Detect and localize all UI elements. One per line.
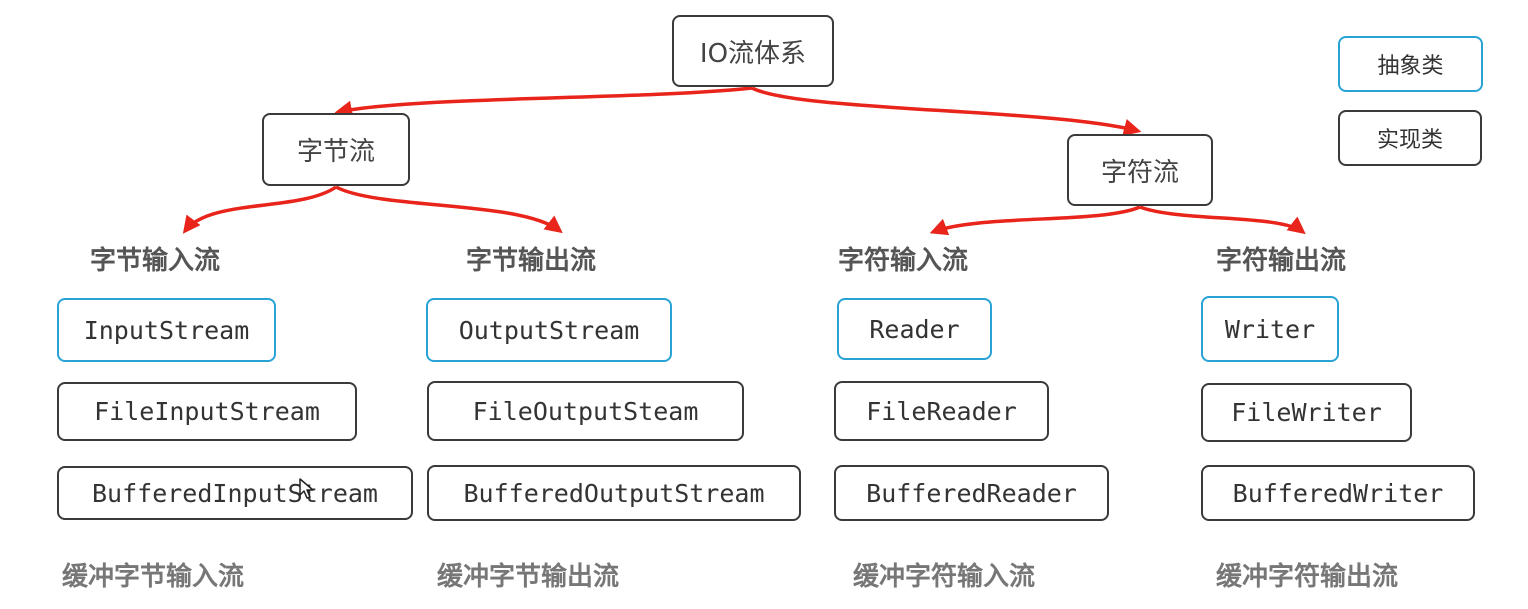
category-byte-input: 字节输入流 <box>90 246 221 276</box>
byte-stream-label: 字节流 <box>296 137 375 167</box>
class-box-writer: Writer <box>1201 296 1339 362</box>
class-name: FileReader <box>866 396 1017 426</box>
class-box-bufferedreader: BufferedReader <box>834 465 1109 521</box>
class-box-bufferedoutputstream: BufferedOutputStream <box>427 465 801 521</box>
root-node: IO流体系 <box>672 15 834 87</box>
class-box-fileoutputsteam: FileOutputSteam <box>427 381 744 441</box>
arrow-root-to-char-stream <box>751 86 1142 136</box>
byte-stream-node: 字节流 <box>262 113 410 186</box>
legend-abstract: 抽象类 <box>1338 36 1483 92</box>
arrow-root-to-byte-stream <box>334 86 753 118</box>
class-box-bufferedinputstream: BufferedInputStream <box>57 466 413 520</box>
arrow-byte-to-input <box>182 185 337 234</box>
caption-buffered-byte-output: 缓冲字节输出流 <box>437 562 620 592</box>
class-name: BufferedOutputStream <box>463 478 765 508</box>
arrow-byte-to-output <box>335 185 563 234</box>
class-name: FileWriter <box>1231 398 1382 427</box>
arrow-char-to-output <box>1139 205 1306 235</box>
class-name: OutputStream <box>458 315 640 345</box>
caption-buffered-char-output: 缓冲字符输出流 <box>1216 562 1399 592</box>
category-char-input: 字符输入流 <box>838 246 969 276</box>
caption-buffered-byte-input: 缓冲字节输入流 <box>62 562 245 592</box>
class-name: BufferedWriter <box>1232 478 1444 508</box>
class-box-filewriter: FileWriter <box>1201 383 1412 442</box>
class-box-inputstream: InputStream <box>57 298 276 362</box>
arrow-char-to-input <box>929 205 1141 236</box>
class-name: Writer <box>1224 314 1316 344</box>
class-box-bufferedwriter: BufferedWriter <box>1201 465 1475 521</box>
legend-concrete-label: 实现类 <box>1376 128 1443 153</box>
class-name: FileOutputSteam <box>472 396 699 426</box>
class-name: FileInputStream <box>94 397 320 426</box>
category-byte-output: 字节输出流 <box>466 246 597 276</box>
root-label: IO流体系 <box>699 38 807 69</box>
char-stream-label: 字符流 <box>1100 157 1179 188</box>
class-name: BufferedReader <box>866 478 1077 508</box>
class-name: InputStream <box>83 315 250 345</box>
legend-concrete: 实现类 <box>1338 110 1482 166</box>
class-box-filereader: FileReader <box>834 381 1049 441</box>
mouse-cursor-icon <box>299 478 314 499</box>
caption-buffered-char-input: 缓冲字符输入流 <box>853 562 1036 592</box>
class-name: Reader <box>869 314 960 344</box>
char-stream-node: 字符流 <box>1067 134 1213 206</box>
class-name: BufferedInputStream <box>92 478 378 508</box>
legend-abstract-label: 抽象类 <box>1377 54 1444 79</box>
class-box-reader: Reader <box>837 298 992 360</box>
class-box-fileinputstream: FileInputStream <box>57 382 357 441</box>
category-char-output: 字符输出流 <box>1216 246 1347 276</box>
class-box-outputstream: OutputStream <box>426 298 672 362</box>
